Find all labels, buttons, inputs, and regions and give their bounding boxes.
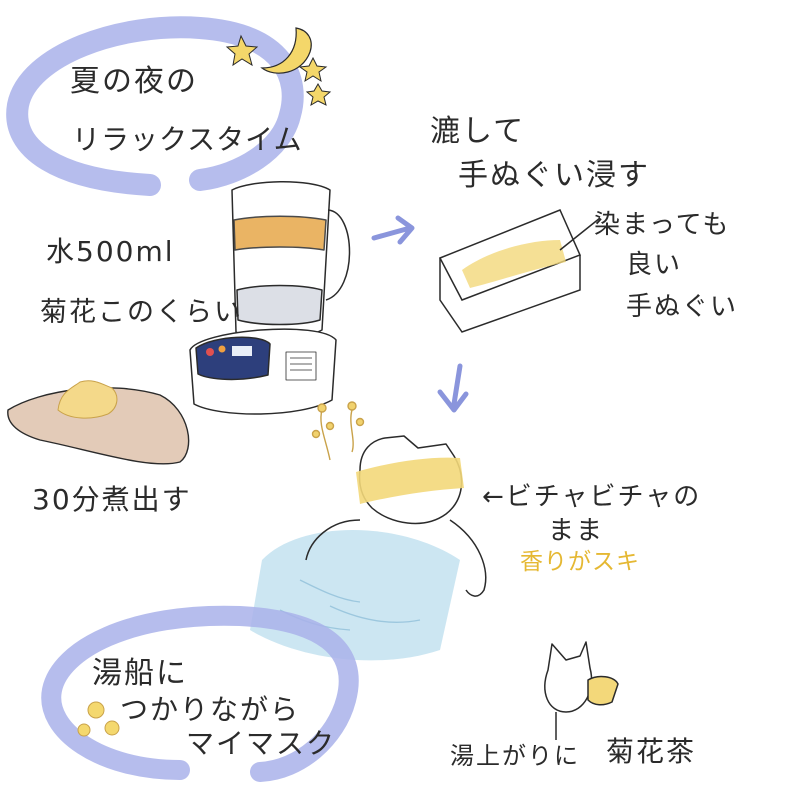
cat [305,435,487,597]
tea-cup [587,675,619,706]
moon-icon [260,27,312,74]
bath-water [250,530,460,661]
bath-note-line-2: つかりながら [120,693,301,726]
arrow-right-icon [371,215,415,245]
towel [462,240,566,288]
after-bath-note: 湯上がりに [450,742,580,770]
kettle [189,181,351,415]
mode-button[interactable] [218,345,226,353]
smell-note: 香りがスキ [520,549,640,575]
arrow-down-icon [437,363,469,413]
kettle-water [236,284,323,326]
flower-sprig [311,401,365,461]
flower-icon [77,701,120,737]
star-icon [298,56,328,83]
control-panel[interactable] [195,336,271,381]
boil-time-note: 30分煮出す [32,483,192,516]
bath-note-line-3: マイマスク [186,727,337,760]
cat-with-tea [544,641,619,740]
strain-note-line-2: 手ぬぐい浸す [458,158,650,193]
power-button[interactable] [206,348,214,356]
label-sticker [285,351,317,381]
title-line-2: リラックスタイム [72,123,303,156]
display-window [232,346,252,356]
strain-note-line-1: 漉して [430,114,526,149]
bath-note-line-1: 湯船に [92,656,188,691]
chrysanthemum-tea-note: 菊花茶 [606,735,697,768]
title-bubble [6,16,304,196]
water-amount-note: 水500ml [46,235,175,268]
flower-amount-note: 菊花このくらい [40,297,243,328]
star-icon [305,82,332,107]
kettle-handle [325,209,351,301]
tray [438,209,601,333]
flower-icon [57,380,118,419]
bath-bubble [41,605,359,782]
kettle-tea-level [233,215,327,251]
title-line-1: 夏の夜の [70,64,198,99]
towel-mask [356,457,464,504]
wet-note-line-1: ←ビチャビチャの [482,482,702,512]
towel-note-line-3: 手ぬぐい [626,292,739,322]
star-icon [225,34,259,67]
wet-note-line-2: まま [548,516,605,546]
towel-note-line-2: 良い [626,250,683,280]
towel-note-line-1: 染まっても [594,210,731,240]
